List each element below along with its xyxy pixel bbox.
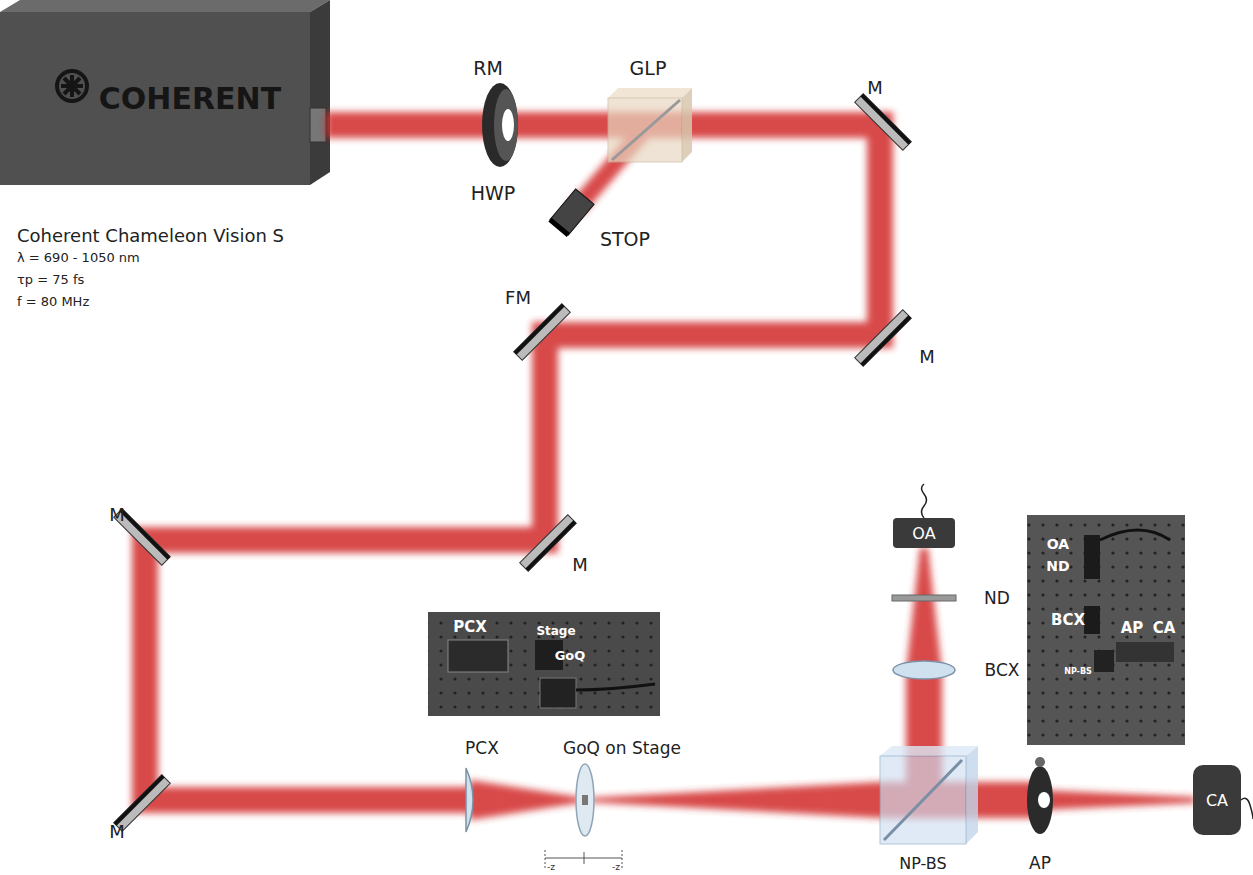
component-label: OA (1047, 537, 1069, 552)
aperture (1027, 757, 1053, 834)
component-label: PCX (453, 619, 487, 636)
component-label: -z (547, 863, 555, 873)
signal-cable (922, 484, 927, 518)
component-label: M (109, 505, 125, 525)
component-label: -z (612, 863, 620, 873)
rotation-mount (482, 83, 518, 167)
component-label: ND (984, 589, 1010, 608)
component-label: M (919, 347, 935, 367)
component-label: Coherent Chameleon Vision S (17, 226, 284, 246)
nd-filter (892, 595, 956, 601)
z-scan-bracket (545, 850, 622, 868)
mirrors (114, 94, 912, 832)
component-label: STOP (600, 229, 650, 250)
component-label: GoQ (555, 649, 586, 663)
beam-stop (550, 189, 594, 235)
component-label: AP (1029, 854, 1051, 873)
beam-splitter-cube (880, 746, 978, 844)
plano-convex-lens (466, 768, 473, 832)
component-label: HWP (471, 183, 516, 204)
component-label: BCX (985, 661, 1020, 680)
detector-box: OA (893, 518, 955, 548)
component-label: M (109, 822, 125, 842)
component-label: CA (1206, 791, 1228, 810)
component-label: COHERENT (99, 81, 281, 116)
biconvex-lens (893, 661, 955, 679)
component-label: PCX (463, 739, 501, 758)
component-label: CA (1153, 620, 1176, 637)
component-label: RM (473, 58, 503, 79)
component-label: OA (912, 524, 935, 543)
signal-cable (1241, 798, 1253, 819)
component-label: BCX (1051, 612, 1085, 629)
sample-plate (576, 764, 594, 836)
laser-logo: COHERENT (0, 12, 310, 185)
component-label: Stage (536, 625, 575, 638)
component-label: λ = 690 - 1050 nm (17, 251, 140, 265)
polarizer-cube (608, 88, 692, 162)
component-label: AP (1121, 620, 1144, 637)
inset-photo (428, 515, 1185, 745)
component-label: GLP (630, 58, 667, 79)
component-label: GoQ on Stage (561, 739, 683, 758)
component-label: FM (505, 288, 531, 308)
component-label: NP-BS (899, 855, 946, 873)
component-label: ND (1046, 559, 1069, 574)
laser-housing (0, 0, 330, 185)
component-label: f = 80 MHz (17, 295, 89, 309)
component-label: M (867, 78, 883, 98)
camera-box: CA (1193, 765, 1241, 835)
component-label: NP-BS (1064, 668, 1092, 677)
component-label: τp = 75 fs (17, 273, 84, 287)
component-label: M (572, 555, 588, 575)
laser-beam (145, 125, 1195, 820)
